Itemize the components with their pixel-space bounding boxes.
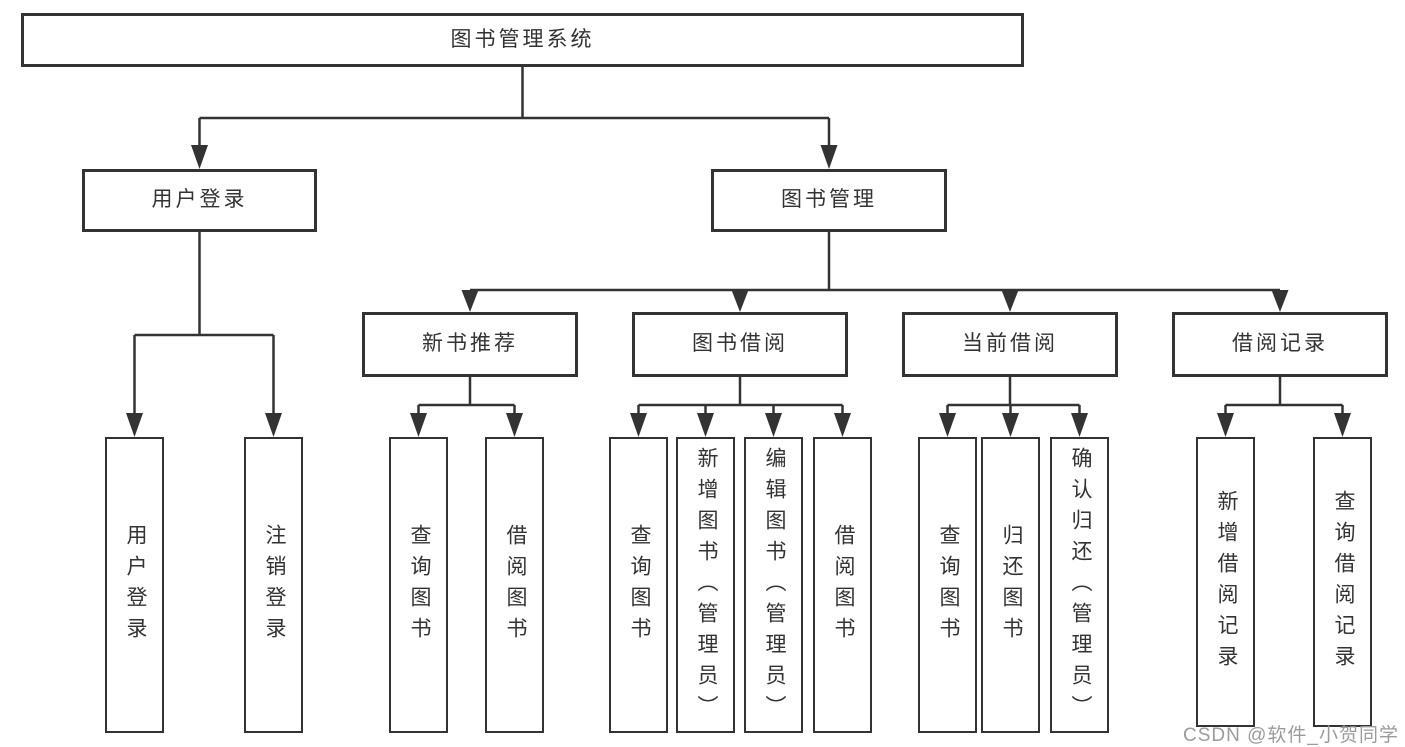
node-records-query: 查询借阅记录 [1313, 437, 1372, 727]
connector-root-to-level2 [191, 67, 838, 169]
node-rec-borrow-book: 借阅图书 [485, 437, 544, 733]
connector-user-login-to-leaves [126, 232, 282, 437]
connector-book-management-to-level3 [461, 232, 1289, 312]
arrowhead [1271, 290, 1289, 312]
line [133, 232, 275, 414]
node-bb-borrow-book: 借阅图书 [813, 437, 872, 733]
arrowhead [1217, 413, 1234, 437]
arrowhead [630, 413, 647, 437]
arrowhead [820, 145, 838, 169]
arrowhead [410, 413, 427, 437]
arrowhead [765, 413, 782, 437]
line [468, 232, 1282, 300]
arrowhead [191, 145, 208, 169]
line [417, 377, 1344, 414]
arrowhead [265, 413, 282, 437]
node-book-management: 图书管理 [711, 169, 947, 232]
watermark-text: CSDN @软件_小贺同学 [1183, 725, 1399, 746]
node-borrowing-records: 借阅记录 [1172, 312, 1388, 377]
arrowhead [1002, 413, 1019, 437]
line [198, 67, 831, 148]
node-bb-edit-book-admin: 编辑图书（管理员） [744, 437, 803, 733]
arrowhead [834, 413, 851, 437]
node-user-login-leaf: 用户登录 [105, 437, 164, 733]
node-cur-query-book: 查询图书 [918, 437, 977, 733]
arrowhead [506, 413, 523, 437]
node-book-borrowing: 图书借阅 [632, 312, 848, 377]
arrowhead [1001, 290, 1019, 312]
node-current-borrowing: 当前借阅 [902, 312, 1118, 377]
node-bb-add-book-admin: 新增图书（管理员） [676, 437, 735, 733]
node-root: 图书管理系统 [21, 13, 1024, 67]
arrowhead [697, 413, 714, 437]
node-logout-leaf: 注销登录 [244, 437, 303, 733]
arrowhead [1071, 413, 1088, 437]
node-cur-return-book: 归还图书 [981, 437, 1040, 733]
connector-level3-to-leaves [410, 377, 1351, 437]
node-bb-query-book: 查询图书 [609, 437, 668, 733]
arrowhead [731, 290, 749, 312]
arrowhead [1334, 413, 1351, 437]
node-records-add: 新增借阅记录 [1196, 437, 1255, 727]
node-cur-confirm-return-admin: 确认归还（管理员） [1050, 437, 1109, 733]
node-rec-query-book: 查询图书 [389, 437, 448, 733]
node-new-book-recommend: 新书推荐 [362, 312, 578, 377]
arrowhead [939, 413, 956, 437]
node-user-login: 用户登录 [82, 169, 317, 232]
arrowhead [461, 290, 479, 312]
arrowhead [126, 413, 143, 437]
